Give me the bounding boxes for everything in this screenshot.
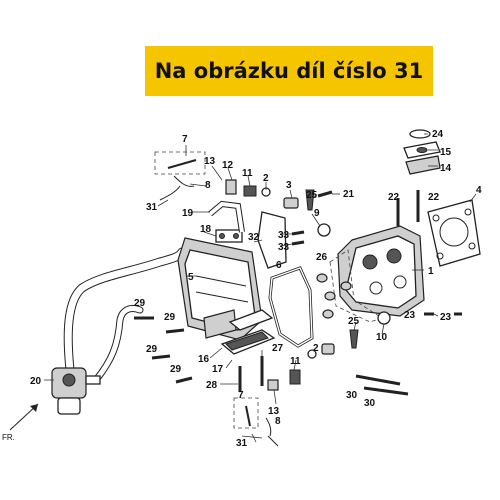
label-30-b: 30 [364, 398, 376, 409]
part-29-bolts [134, 316, 193, 384]
banner-text: Na obrázku díl číslo 31 [154, 59, 424, 83]
part-labels: 7 13 12 11 2 3 8 31 19 25 21 9 24 15 14 … [2, 129, 482, 449]
label-17: 17 [212, 364, 224, 375]
part-12-spring-top [225, 179, 237, 195]
label-2-bottom: 2 [313, 343, 319, 354]
label-7-top: 7 [182, 134, 188, 145]
part-20-valve [51, 367, 101, 415]
part-7-box-top [154, 151, 206, 175]
label-31-top: 31 [146, 202, 158, 213]
label-29-c: 29 [146, 344, 158, 355]
part-33-bolts [291, 230, 305, 246]
part-31-clip-top [159, 185, 181, 201]
label-2-top: 2 [263, 173, 269, 184]
label-29-b: 29 [164, 312, 176, 323]
part-10-seal [377, 311, 391, 325]
front-direction-arrow [9, 403, 39, 431]
part-11-spring-bottom [289, 369, 301, 385]
part-11-spring-top [243, 185, 257, 197]
label-9: 9 [314, 208, 320, 219]
part-9-seal [317, 223, 331, 237]
part-15-flange [403, 141, 441, 159]
part-17-filter [203, 309, 274, 339]
front-label: FR. [2, 433, 15, 442]
part-18-bracket [215, 229, 243, 243]
label-29-d: 29 [170, 364, 182, 375]
part-31-clip-bottom [267, 435, 279, 447]
label-15: 15 [440, 147, 452, 158]
part-7-valve-bottom [245, 405, 251, 427]
label-6: 6 [276, 260, 282, 271]
part-14-insulator [405, 155, 441, 175]
part-5-head-cover [177, 237, 263, 341]
label-25-top: 25 [306, 190, 318, 201]
part-30-stud-b [363, 386, 409, 396]
part-7-box-bottom [233, 397, 259, 429]
label-28: 28 [206, 380, 218, 391]
label-8-bottom: 8 [275, 416, 281, 427]
label-33-b: 33 [278, 242, 290, 253]
label-18: 18 [200, 224, 212, 235]
label-14: 14 [440, 163, 452, 174]
part-25-plug-bottom [349, 329, 359, 349]
part-30-stud-a [355, 374, 401, 386]
label-4: 4 [476, 185, 482, 196]
part-13-cap-bottom [267, 379, 279, 391]
label-30-a: 30 [346, 390, 358, 401]
part-25-plug-top [305, 189, 315, 211]
label-31-bottom: 31 [236, 438, 248, 449]
label-26: 26 [316, 252, 328, 263]
part-3-tappet-top [283, 197, 299, 209]
label-19: 19 [182, 208, 194, 219]
part-number-banner: Na obrázku díl číslo 31 [145, 46, 433, 96]
part-32-plate [257, 211, 287, 269]
label-10: 10 [376, 332, 388, 343]
label-13-bottom: 13 [268, 406, 280, 417]
label-5: 5 [188, 272, 194, 283]
label-27: 27 [272, 343, 284, 354]
part-8-clip-top [173, 175, 195, 187]
label-12: 12 [222, 160, 234, 171]
label-23-b: 23 [440, 312, 452, 323]
label-25-bottom: 25 [348, 316, 360, 327]
label-20: 20 [30, 376, 42, 387]
part-21-bolt [317, 190, 333, 198]
label-29-a: 29 [134, 298, 146, 309]
label-22-b: 22 [428, 192, 440, 203]
part-4-head-gasket [427, 199, 481, 267]
part-24-gasket [409, 129, 431, 139]
label-8-top: 8 [205, 180, 211, 191]
label-22-a: 22 [388, 192, 400, 203]
label-33-a: 33 [278, 230, 290, 241]
leader-lines [44, 133, 477, 443]
label-3: 3 [286, 180, 292, 191]
label-11-top: 11 [242, 168, 253, 179]
label-21: 21 [343, 189, 355, 200]
part-1-cylinder-head [337, 225, 425, 317]
label-1: 1 [428, 266, 434, 277]
part-7-valve-top [167, 159, 197, 169]
label-23-a: 23 [404, 310, 416, 321]
label-32: 32 [248, 232, 260, 243]
part-8-clip-bottom [265, 417, 272, 437]
part-2-retainer-bottom [307, 349, 317, 359]
label-24: 24 [432, 129, 444, 140]
label-16: 16 [198, 354, 210, 365]
part-16-filter [220, 329, 276, 355]
part-3-tappet-bottom [321, 343, 335, 355]
label-7-bottom: 7 [238, 390, 244, 401]
label-13-top: 13 [204, 156, 216, 167]
part-26-rings [316, 273, 352, 319]
label-11-bottom: 11 [290, 356, 301, 367]
